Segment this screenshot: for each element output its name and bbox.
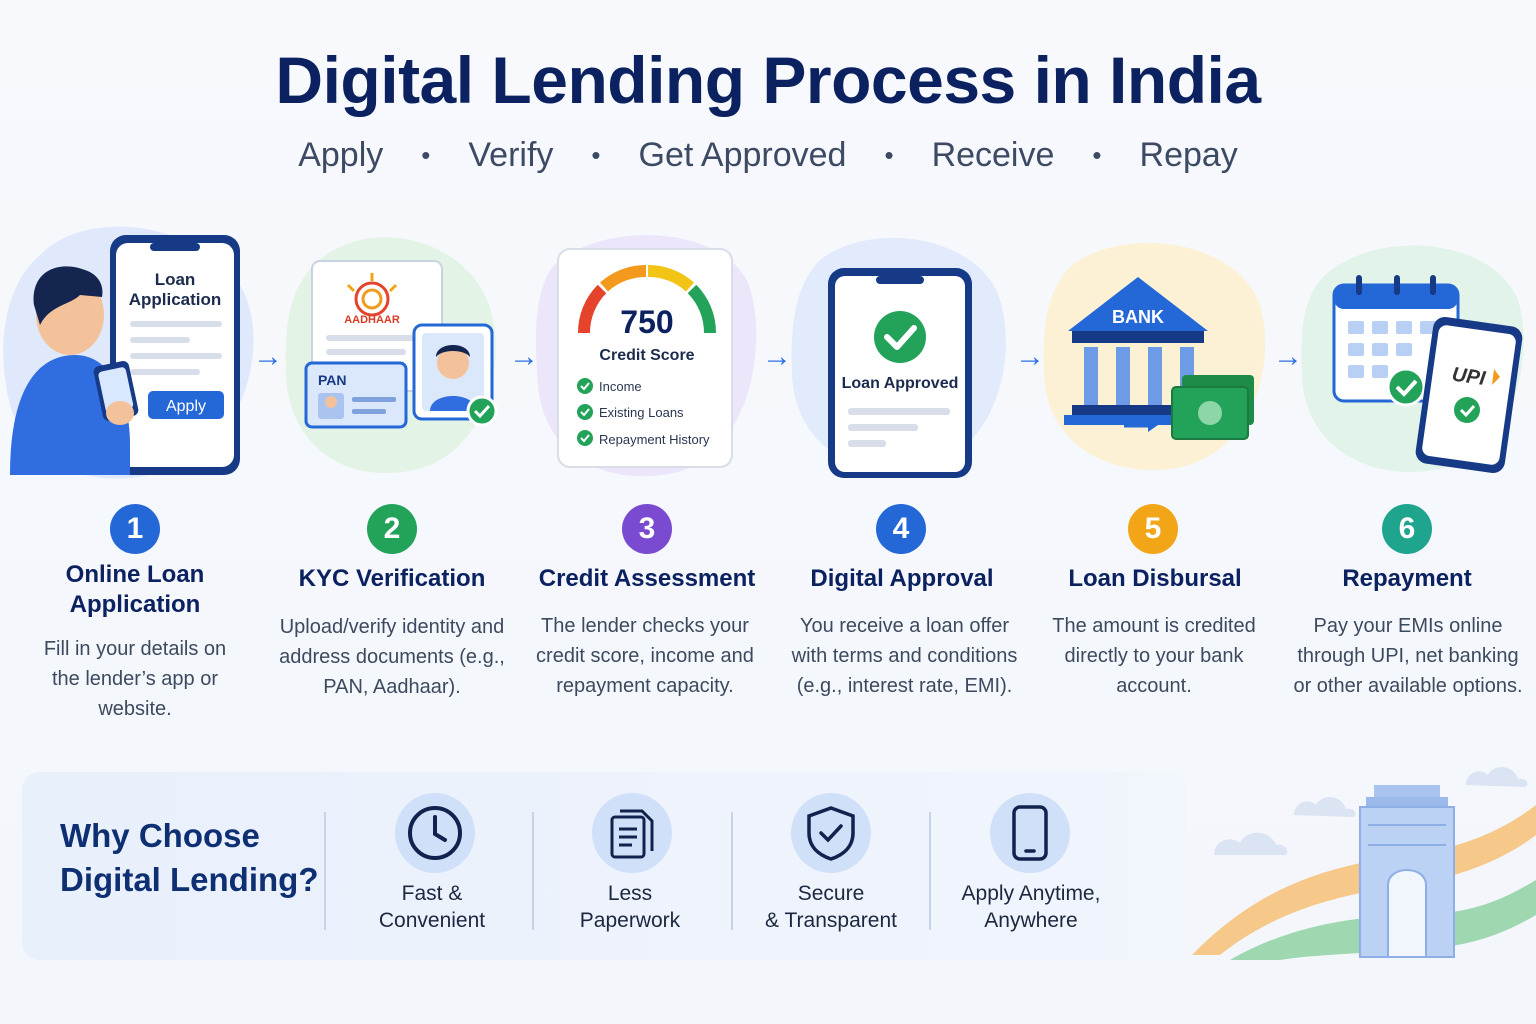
subtitle-apply: Apply xyxy=(298,136,384,174)
subtitle-separator: • xyxy=(591,140,601,170)
feature-label-fast: Fast & Convenient xyxy=(332,880,532,934)
step3-illustration: 750 Credit Score Income Existing Loans R… xyxy=(535,235,757,477)
why-divider xyxy=(929,812,931,930)
feature-label-secure: Secure & Transparent xyxy=(731,880,931,934)
subtitle-verify: Verify xyxy=(468,136,554,174)
step-title-3: Credit Assessment xyxy=(538,565,756,592)
feature-label-line: Less xyxy=(607,882,653,905)
step-number-1: 1 xyxy=(110,504,160,554)
feature-label-line: Convenient xyxy=(378,909,486,932)
step1-illustration: Loan Application Apply xyxy=(3,226,254,479)
step2-illustration: AADHAAR PAN xyxy=(285,237,498,474)
step-title-4: Digital Approval xyxy=(810,565,994,592)
feature-paperwork xyxy=(592,793,672,873)
subtitle-separator: • xyxy=(884,140,894,170)
subtitle-steps: Apply • Verify • Get Approved • Receive … xyxy=(0,136,1536,175)
step-number-3: 3 xyxy=(622,504,672,554)
feature-secure xyxy=(791,793,871,873)
why-title-line1: Why Choose xyxy=(60,817,260,854)
step4-illustration: Loan Approved xyxy=(791,237,1006,478)
smartphone-icon xyxy=(1012,805,1048,861)
feature-label-line: Paperwork xyxy=(579,909,681,932)
apply-button-label: Apply xyxy=(166,398,206,415)
app-title-line1: Loan xyxy=(155,270,196,289)
flow-arrow-5: → xyxy=(1273,340,1303,373)
feature-label-anywhere: Apply Anytime, Anywhere xyxy=(931,880,1131,934)
feature-fast xyxy=(395,793,475,873)
step-title-6: Repayment xyxy=(1342,565,1472,592)
step6-illustration: UPI xyxy=(1301,245,1524,473)
feature-label-line: Secure xyxy=(797,882,865,905)
step-desc-4: You receive a loan offer with terms and … xyxy=(791,615,1018,697)
subtitle-get-approved: Get Approved xyxy=(638,136,847,174)
document-icon xyxy=(610,809,654,859)
feature-label-line: Apply Anytime, xyxy=(961,882,1101,905)
step-title-5: Loan Disbursal xyxy=(1068,565,1242,592)
step-desc-1: Fill in your details on the lender’s app… xyxy=(43,638,227,720)
step-number-4: 4 xyxy=(876,504,926,554)
step-title-1: Online Loan Application xyxy=(65,561,205,618)
page-title: Digital Lending Process in India xyxy=(275,43,1261,117)
india-gate-illustration xyxy=(1192,767,1536,960)
subtitle-repay: Repay xyxy=(1139,136,1238,174)
pan-label: PAN xyxy=(318,372,347,388)
step-desc-5: The amount is credited directly to your … xyxy=(1052,615,1256,697)
step-desc-6: Pay your EMIs online through UPI, net ba… xyxy=(1293,615,1523,697)
clock-icon xyxy=(408,806,462,860)
why-divider xyxy=(731,812,733,930)
why-title: Why Choose Digital Lending? xyxy=(60,814,330,902)
flow-arrow-3: → xyxy=(762,340,792,373)
step-number-2: 2 xyxy=(367,504,417,554)
feature-label-paperwork: Less Paperwork xyxy=(530,880,730,934)
aadhaar-label: AADHAAR xyxy=(344,314,400,326)
app-title-line2: Application xyxy=(129,290,222,309)
feature-label-line: Fast & xyxy=(401,882,463,905)
flow-arrow-1: → xyxy=(253,340,283,373)
step-desc-2: Upload/verify identity and address docum… xyxy=(279,616,505,698)
feature-label-line: & Transparent xyxy=(765,909,897,932)
loan-approved-label: Loan Approved xyxy=(842,375,959,392)
score-check-income: Income xyxy=(599,379,642,394)
upi-label: UPI xyxy=(1450,364,1487,390)
bank-label: BANK xyxy=(1112,307,1164,327)
feature-anywhere xyxy=(990,793,1070,873)
step5-illustration: BANK xyxy=(1043,242,1266,470)
why-title-line2: Digital Lending? xyxy=(60,861,319,898)
subtitle-separator: • xyxy=(1092,140,1102,170)
score-check-existing-loans: Existing Loans xyxy=(599,405,684,420)
shield-icon xyxy=(807,806,855,861)
score-check-repayment-history: Repayment History xyxy=(599,432,710,447)
step-desc-3: The lender checks your credit score, inc… xyxy=(536,615,754,697)
why-divider xyxy=(324,812,326,930)
why-divider xyxy=(532,812,534,930)
credit-score-value: 750 xyxy=(620,304,673,340)
flow-arrow-4: → xyxy=(1015,340,1045,373)
step-number-5: 5 xyxy=(1128,504,1178,554)
feature-label-line: Anywhere xyxy=(984,909,1078,932)
subtitle-separator: • xyxy=(421,140,431,170)
step-title-2: KYC Verification xyxy=(298,565,486,592)
flow-arrow-2: → xyxy=(509,340,539,373)
credit-score-label: Credit Score xyxy=(599,347,694,364)
step-number-6: 6 xyxy=(1382,504,1432,554)
subtitle-receive: Receive xyxy=(931,136,1055,174)
